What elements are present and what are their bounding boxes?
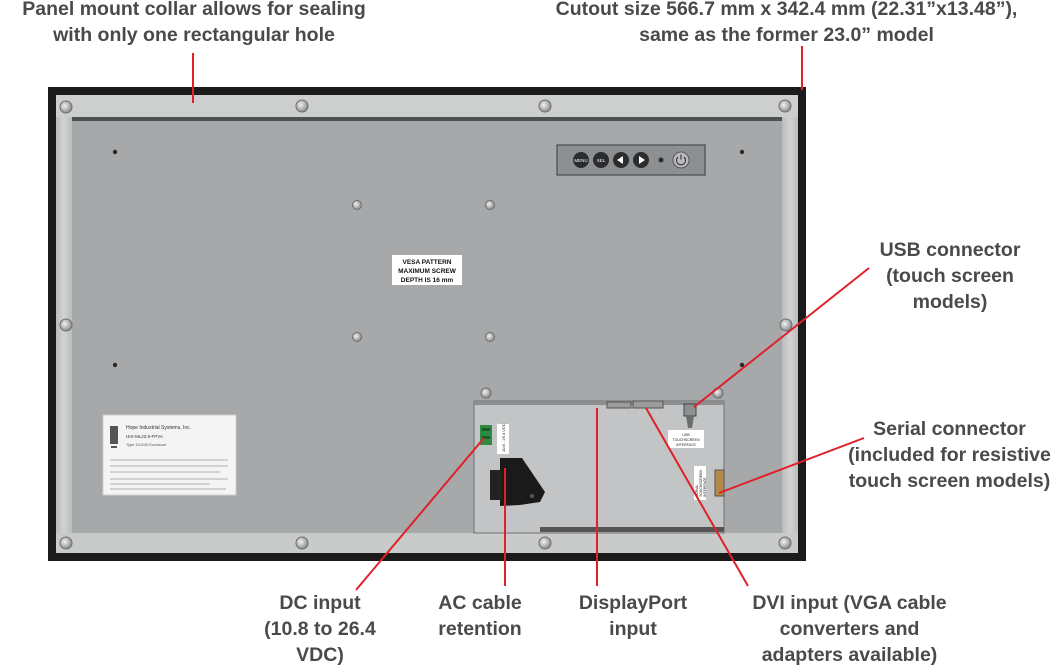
serial-port-label	[694, 466, 706, 500]
callout-dc-line-1: DC input	[279, 592, 361, 614]
displayport-port	[606, 401, 632, 409]
callout-usb-line-2: (touch screen	[886, 265, 1014, 287]
right-arrow-icon	[639, 156, 645, 164]
callout-displayport-line-1: DisplayPort	[578, 592, 688, 614]
sel-button[interactable]	[593, 152, 609, 168]
dc-label	[497, 424, 509, 454]
callout-dvi-line-3: adapters available)	[761, 644, 938, 666]
collar-screws	[59, 99, 793, 550]
callout-dc-line-2: (10.8 to 26.4	[264, 618, 376, 640]
company-logo	[110, 426, 118, 448]
recess-bottom-bar	[540, 527, 724, 532]
label-type: Type 12/4/4X Enclosure	[126, 443, 166, 447]
callout-dc: DC input (10.8 to 26.4 VDC)	[245, 590, 395, 668]
menu-button[interactable]	[573, 152, 589, 168]
label-company: Hope Industrial Systems, Inc.	[126, 425, 191, 431]
callout-line-dc	[355, 437, 485, 591]
sel-button-label: SEL	[597, 158, 606, 163]
usb-port-label-1: USB	[682, 433, 690, 437]
callout-usb: USB connector (touch screen models)	[850, 237, 1050, 315]
serial-port-label-3: INTERFACE	[703, 477, 707, 497]
callout-dvi-line-1: DVI input (VGA cable	[752, 592, 947, 614]
callout-line-serial	[718, 437, 865, 494]
serial-port-label-2: TOUCHSCREEN	[699, 470, 703, 497]
left-arrow-icon	[617, 156, 623, 164]
usb-port-label-3: INTERFACE	[676, 443, 696, 447]
usb-port-label	[668, 430, 704, 448]
callout-dc-line-3: VDC)	[296, 644, 344, 666]
power-button[interactable]	[672, 151, 690, 169]
callout-displayport-line-2: input	[609, 618, 657, 640]
callout-usb-line-1: USB connector	[879, 239, 1021, 261]
callout-panel-mount: Panel mount collar allows for sealing wi…	[0, 0, 388, 48]
serial-port-label-1: SERIAL	[695, 484, 699, 497]
collar-bottom-strip	[56, 533, 798, 553]
callout-lines	[192, 46, 870, 591]
callout-ac: AC cable retention	[418, 590, 542, 642]
callout-line-usb	[693, 267, 870, 408]
back-plate-top-edge	[72, 117, 782, 121]
status-led	[658, 157, 664, 163]
label-fine-print	[110, 459, 228, 490]
callout-cutout: Cutout size 566.7 mm x 342.4 mm (22.31”x…	[510, 0, 1063, 48]
recess-screw	[480, 387, 492, 399]
callout-dvi: DVI input (VGA cable converters and adap…	[727, 590, 972, 668]
callout-serial-line-1: Serial connector	[873, 418, 1026, 440]
usb-port-label-2: TOUCHSCREEN	[673, 438, 700, 442]
vesa-label	[392, 255, 462, 285]
callout-ac-line-1: AC cable	[438, 592, 522, 614]
callout-panel-mount-line-1: Panel mount collar allows for sealing	[22, 0, 366, 20]
callout-serial: Serial connector (included for resistive…	[836, 416, 1063, 494]
dvi-port	[632, 400, 664, 409]
dc-label-text: 10.8 - 26.4 VDC	[501, 423, 506, 452]
mounting-holes	[112, 149, 745, 368]
label-model: HIS-ML23.8-FPVA	[126, 434, 163, 439]
vesa-label-line-3: DEPTH IS 16 mm	[401, 277, 454, 284]
callout-usb-line-3: models)	[912, 291, 988, 313]
callout-dvi-line-2: converters and	[779, 618, 920, 640]
callout-cutout-line-1: Cutout size 566.7 mm x 342.4 mm (22.31”x…	[555, 0, 1018, 20]
serial-port	[714, 469, 725, 497]
collar-top-strip	[56, 95, 798, 117]
callout-cutout-line-2: same as the former 23.0” model	[639, 24, 934, 46]
power-icon	[675, 156, 687, 166]
callout-serial-line-2: (included for resistive	[848, 444, 1051, 466]
callout-displayport: DisplayPort input	[560, 590, 706, 642]
vesa-label-line-2: MAXIMUM SCREW	[398, 268, 457, 275]
vesa-screws	[352, 200, 495, 342]
callout-serial-line-3: touch screen models)	[848, 470, 1051, 492]
callout-ac-line-2: retention	[438, 618, 522, 640]
product-label	[102, 414, 237, 496]
callout-panel-mount-line-2: with only one rectangular hole	[53, 24, 335, 46]
callout-line-dvi	[645, 407, 749, 587]
ac-retention-bracket	[500, 458, 545, 506]
vesa-label-line-1: VESA PATTERN	[403, 259, 452, 266]
menu-button-label: MENU	[574, 158, 587, 163]
